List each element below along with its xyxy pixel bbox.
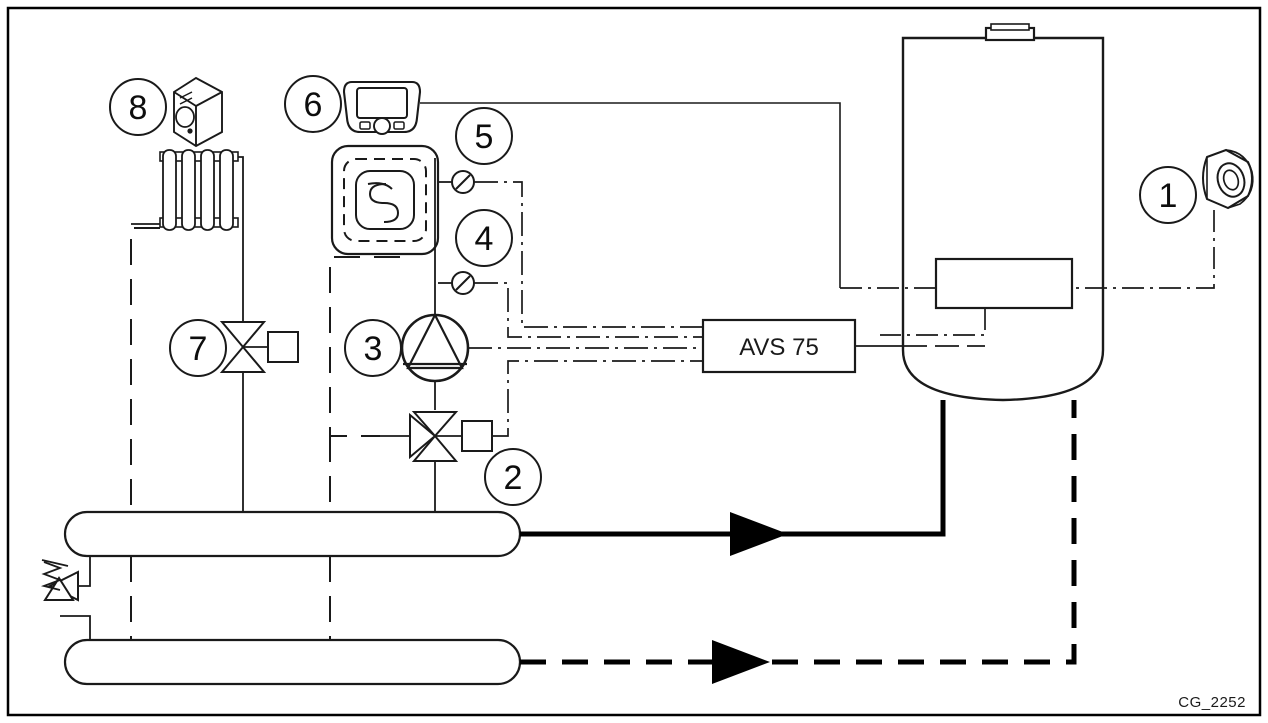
control-line-room-unit [420,102,841,288]
sensor-return [438,271,475,295]
callout-6-number: 6 [304,86,323,124]
underfloor-heating-circuit [330,144,440,256]
valve-7-actuator [267,331,299,363]
return-risers [130,556,331,640]
valve-three-way-mixing [380,411,493,512]
flow-pipe [520,400,946,556]
radiator-zone-boundary [130,227,160,518]
room-unit-screen [356,87,408,119]
callout-2-number: 2 [504,459,523,497]
callout-8-number: 8 [129,89,148,127]
return-manifold [63,638,522,686]
callout-3: 3 [344,319,402,377]
callout-2: 2 [484,448,542,506]
room-unit [342,80,422,135]
callout-1-number: 1 [1159,177,1178,215]
callout-4-number: 4 [475,220,494,258]
callout-6: 6 [284,75,342,133]
flow-arrow [730,512,788,556]
boiler [901,23,1105,402]
boiler-control-panel [934,257,1074,310]
room-thermostat-icon [173,76,223,148]
avs75-label: AVS 75 [739,334,819,361]
valve-2-actuator [461,420,493,452]
outdoor-sensor-icon [1202,148,1254,210]
radiator [131,149,244,325]
pump-symbol [400,312,470,410]
return-pipe [520,400,1077,684]
underfloor-zone-boundary [329,256,400,518]
sensor-flow [438,170,475,194]
callout-4: 4 [455,209,513,267]
callout-5-number: 5 [475,118,494,156]
callout-5: 5 [455,107,513,165]
avs75-box [701,318,857,374]
callout-7-number: 7 [189,330,208,368]
valve-two-way [219,321,299,512]
callout-3-number: 3 [364,330,383,368]
underfloor-circuit-pipes [434,158,436,315]
room-unit-knob [373,117,391,135]
control-line-outdoor-sensor [1072,210,1215,289]
control-wiring-bundle [468,181,703,437]
control-line-boiler-internal [840,287,986,336]
avs75-module: AVS 75 [701,318,857,374]
callout-7: 7 [169,319,227,377]
flow-manifold [63,510,522,558]
safety-bypass-valve [40,556,91,640]
callout-1: 1 [1139,166,1197,224]
return-arrow [712,640,770,684]
figure-id-label: CG_2252 [1178,694,1246,711]
callout-8: 8 [109,78,167,136]
